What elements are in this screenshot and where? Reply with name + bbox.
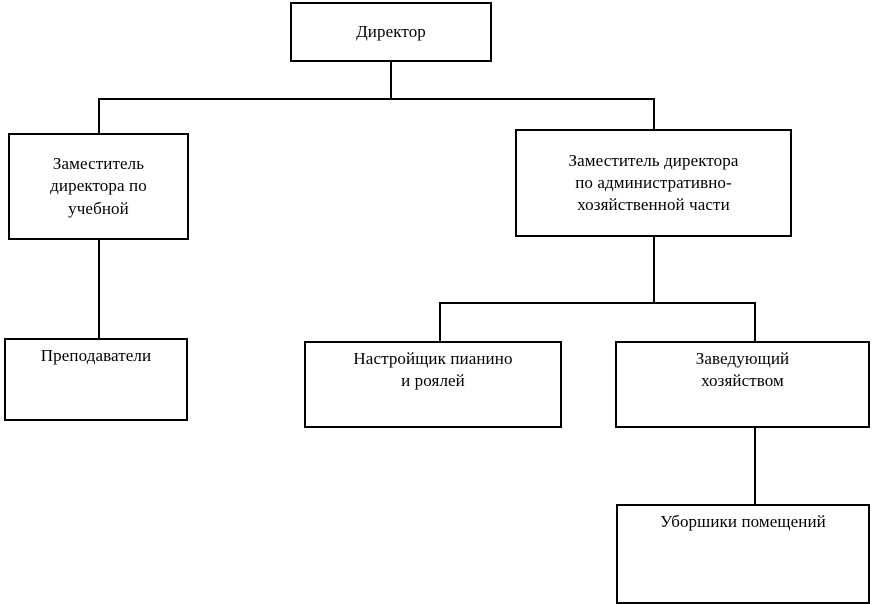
node-deputy-academic-label: Заместитель директора по учебной: [50, 154, 147, 218]
connector-deputy-admin-stem: [653, 235, 655, 304]
node-piano-tuner[interactable]: Настройщик пианино и роялей: [304, 341, 562, 428]
node-teachers-label: Преподаватели: [40, 346, 152, 365]
connector-level2-bus: [439, 302, 756, 304]
node-director-label: Директор: [356, 21, 426, 41]
node-deputy-admin[interactable]: Заместитель директора по административно…: [515, 129, 792, 237]
node-deputy-admin-label: Заместитель директора по административно…: [568, 150, 739, 215]
node-teachers[interactable]: Преподаватели: [4, 338, 188, 421]
connector-to-deputy-admin: [653, 98, 655, 131]
connector-to-piano-tuner: [439, 302, 441, 343]
node-director[interactable]: Директор: [290, 2, 492, 62]
node-head-of-facilities[interactable]: Заведующий хозяйством: [615, 341, 870, 428]
node-cleaners[interactable]: Уборшики помещений: [616, 504, 870, 604]
connector-to-head-of-facilities: [754, 302, 756, 343]
connector-deputy-academic-to-teachers: [98, 238, 100, 340]
node-head-of-facilities-label: Заведующий хозяйством: [695, 349, 790, 391]
connector-level1-bus: [98, 98, 655, 100]
node-piano-tuner-label: Настройщик пианино и роялей: [353, 349, 513, 391]
node-deputy-academic[interactable]: Заместитель директора по учебной: [8, 133, 189, 240]
node-cleaners-label: Уборшики помещений: [660, 512, 826, 531]
connector-to-deputy-academic: [98, 98, 100, 135]
connector-head-of-facilities-to-cleaners: [754, 426, 756, 506]
connector-director-stem: [390, 62, 392, 100]
